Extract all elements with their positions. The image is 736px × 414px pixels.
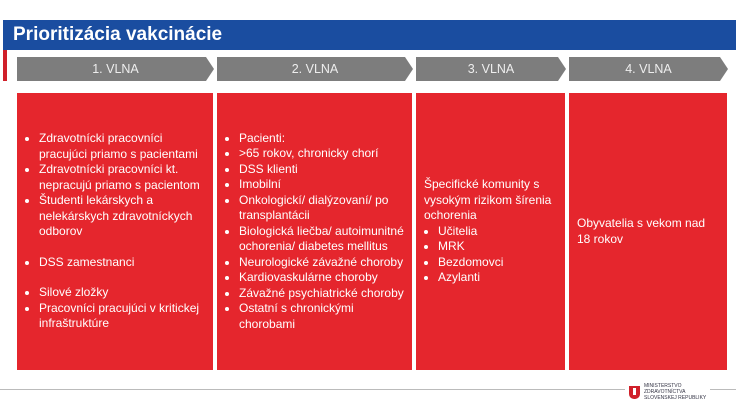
wave-3-intro: Špecifické komunity s vysokým rizikom ší… <box>424 177 552 223</box>
list-item: Zdravotnícki pracovníci pracujúci priamo… <box>39 131 207 162</box>
list-item: Zdravotnícki pracovníci kt. nepracujú pr… <box>39 162 207 193</box>
footer-divider <box>0 389 736 390</box>
wave-1-header: 1. VLNA <box>17 57 214 81</box>
list-item: Závažné psychiatrické choroby <box>239 286 406 302</box>
page-title: Prioritizácia vakcinácie <box>3 20 736 50</box>
list-item: Pracovníci pracujúci v kritickej infrašt… <box>39 301 207 332</box>
list-item: >65 rokov, chronicky chorí <box>239 146 406 162</box>
logo-line-1: MINISTERSTVO <box>644 383 682 389</box>
list-item: Neurologické závažné choroby <box>239 255 406 271</box>
logo-line-3: SLOVENSKEJ REPUBLIKY <box>644 395 707 401</box>
list-item: MRK <box>438 239 559 255</box>
list-item: Azylanti <box>438 270 559 286</box>
list-item: Bezdomovci <box>438 255 559 271</box>
list-item: Biologická liečba/ autoimunitné ochoreni… <box>239 224 406 255</box>
ministry-logo: MINISTERSTVO ZDRAVOTNÍCTVA SLOVENSKEJ RE… <box>625 383 711 401</box>
wave-4-text: Obyvatelia s vekom nad 18 rokov <box>577 216 706 246</box>
wave-1-box: Zdravotnícki pracovníci pracujúci priamo… <box>17 93 213 370</box>
wave-2-header: 2. VLNA <box>217 57 413 81</box>
wave-3-box: Špecifické komunity s vysokým rizikom ší… <box>416 93 565 370</box>
wave-4-header: 4. VLNA <box>569 57 728 81</box>
logo-line-2: ZDRAVOTNÍCTVA <box>644 389 686 395</box>
list-item: Imobilní <box>239 177 406 193</box>
wave-3-header: 3. VLNA <box>416 57 566 81</box>
list-item: Ostatní s chronickými chorobami <box>239 301 406 332</box>
wave-4-box: Obyvatelia s vekom nad 18 rokov <box>569 93 727 370</box>
slovak-coat-of-arms-icon <box>629 385 640 399</box>
list-item: Kardiovaskulárne choroby <box>239 270 406 286</box>
list-item: Učitelia <box>438 224 559 240</box>
spacer <box>39 270 207 285</box>
list-item: Onkologickí/ dialýzovaní/ po transplantá… <box>239 193 406 224</box>
list-item: Pacienti: <box>239 131 406 147</box>
list-item: Silové zložky <box>39 285 207 301</box>
list-item: DSS klienti <box>239 162 406 178</box>
spacer <box>39 240 207 255</box>
wave-2-box: Pacienti:>65 rokov, chronicky choríDSS k… <box>217 93 412 370</box>
list-item: Študenti lekárskych a nelekárskych zdrav… <box>39 193 207 240</box>
accent-stripe <box>3 50 7 81</box>
list-item: DSS zamestnanci <box>39 255 207 271</box>
